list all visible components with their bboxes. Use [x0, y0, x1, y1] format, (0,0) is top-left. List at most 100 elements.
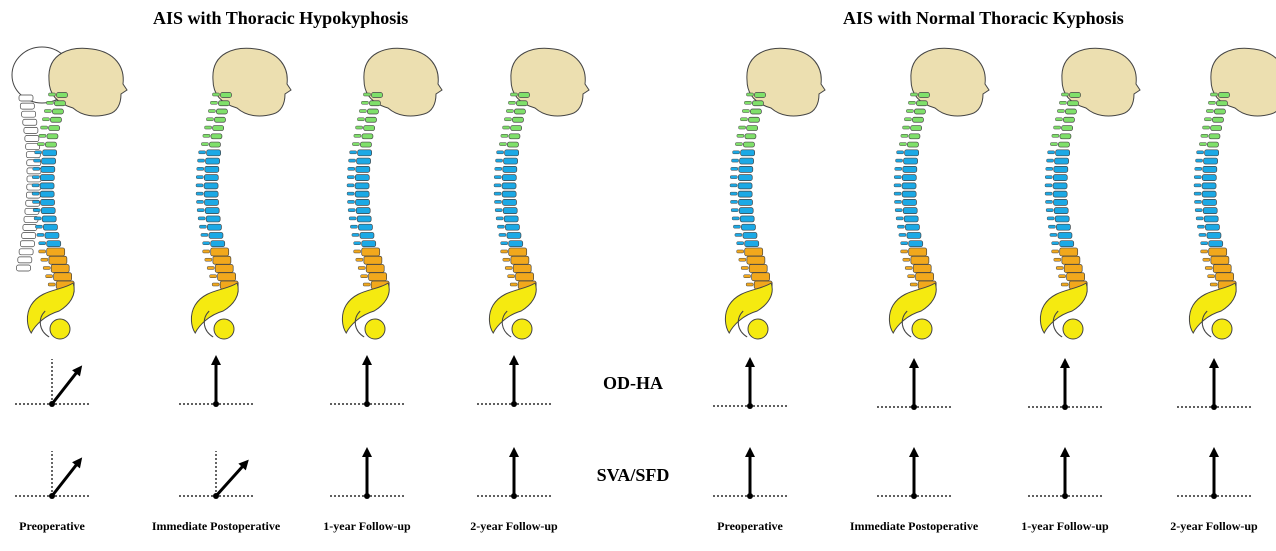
ghost-vertebra — [23, 225, 37, 231]
spinous-process — [207, 266, 214, 269]
spinous-process — [1204, 118, 1211, 121]
spinous-process — [739, 258, 746, 261]
arrowhead — [909, 358, 919, 368]
spinous-process — [1052, 242, 1059, 245]
thoracic-vertebra — [502, 183, 516, 189]
spinous-process — [899, 233, 906, 236]
spinous-process — [1205, 266, 1212, 269]
thoracic-vertebra — [358, 224, 372, 230]
origin-dot — [511, 401, 517, 407]
spinous-process — [504, 118, 511, 121]
arrowhead — [509, 447, 519, 457]
cervical-vertebra — [365, 117, 376, 122]
lumbar-vertebra — [211, 248, 229, 256]
spinous-process — [1055, 118, 1062, 121]
spinous-process — [742, 110, 749, 113]
spinous-process — [348, 167, 355, 170]
cervical-vertebra — [907, 142, 918, 147]
spinous-process — [501, 134, 508, 137]
thoracic-vertebra — [1053, 183, 1067, 189]
origin-dot — [747, 493, 753, 499]
cervical-vertebra — [49, 126, 60, 131]
spinous-process — [1052, 250, 1059, 253]
spinous-process — [733, 225, 740, 228]
thoracic-vertebra — [907, 232, 921, 238]
arrowhead — [1060, 447, 1070, 457]
spinous-process — [737, 250, 744, 253]
row-label-odha: OD-HA — [603, 373, 663, 394]
spinous-process — [350, 225, 357, 228]
thoracic-vertebra — [905, 150, 919, 156]
thoracic-vertebra — [905, 224, 919, 230]
spinous-process — [349, 159, 356, 162]
spinous-process — [348, 209, 355, 212]
spinous-process — [497, 151, 504, 154]
ghost-vertebra — [20, 241, 34, 247]
thoracic-vertebra — [362, 241, 376, 247]
cervical-vertebra — [519, 93, 530, 98]
spinous-process — [198, 159, 205, 162]
odha-indicator — [330, 355, 404, 407]
thoracic-vertebra — [503, 166, 517, 172]
thoracic-vertebra — [207, 150, 221, 156]
cervical-vertebra — [911, 126, 922, 131]
spinous-process — [1194, 192, 1201, 195]
spinous-process — [197, 200, 204, 203]
spinous-process — [897, 225, 904, 228]
spinous-process — [1211, 93, 1218, 96]
spinous-process — [1048, 151, 1055, 154]
arrowhead — [745, 447, 755, 457]
spinous-process — [347, 184, 354, 187]
cervical-vertebra — [369, 101, 380, 106]
cervical-vertebra — [372, 93, 383, 98]
lumbar-vertebra — [213, 256, 231, 264]
spinous-process — [201, 143, 208, 146]
spinous-process — [348, 200, 355, 203]
spine-figure — [725, 48, 825, 339]
spinous-process — [48, 283, 55, 286]
lumbar-vertebra — [513, 264, 531, 272]
thoracic-vertebra — [740, 216, 754, 222]
spinous-process — [731, 200, 738, 203]
cervical-vertebra — [1219, 93, 1230, 98]
lumbar-vertebra — [369, 273, 387, 281]
spinous-process — [1047, 217, 1054, 220]
spinous-process — [1197, 225, 1204, 228]
cervical-vertebra — [507, 142, 518, 147]
spinous-process — [905, 266, 912, 269]
axis-arrow-shaft — [216, 463, 246, 496]
spinous-process — [495, 167, 502, 170]
odha-indicator — [1028, 358, 1102, 410]
spinous-process — [361, 101, 368, 104]
cervical-vertebra — [516, 101, 527, 106]
spinous-process — [42, 118, 49, 121]
cervical-vertebra — [362, 134, 373, 139]
spinous-process — [494, 184, 501, 187]
spinous-process — [903, 126, 910, 129]
cervical-vertebra — [367, 109, 378, 114]
spinous-process — [34, 159, 41, 162]
spinous-process — [203, 250, 210, 253]
spinous-process — [1201, 242, 1208, 245]
odha-indicator — [15, 359, 89, 407]
cervical-vertebra — [1065, 109, 1076, 114]
spinous-process — [41, 126, 48, 129]
ghost-vertebra — [19, 249, 33, 255]
lumbar-vertebra — [366, 264, 384, 272]
spinous-process — [206, 118, 213, 121]
spinous-process — [1195, 200, 1202, 203]
sva-indicator — [477, 447, 551, 499]
thoracic-vertebra — [206, 216, 220, 222]
spinous-process — [203, 242, 210, 245]
spinous-process — [1050, 143, 1057, 146]
spinous-process — [1048, 225, 1055, 228]
origin-dot — [911, 493, 917, 499]
spinous-process — [1203, 258, 1210, 261]
lumbar-vertebra — [752, 273, 770, 281]
caption-hypo-2year: 2-year Follow-up — [470, 519, 557, 534]
spinous-process — [33, 200, 40, 203]
thoracic-vertebra — [1202, 175, 1216, 181]
spinous-process — [895, 209, 902, 212]
thoracic-vertebra — [205, 199, 219, 205]
thoracic-vertebra — [206, 158, 220, 164]
